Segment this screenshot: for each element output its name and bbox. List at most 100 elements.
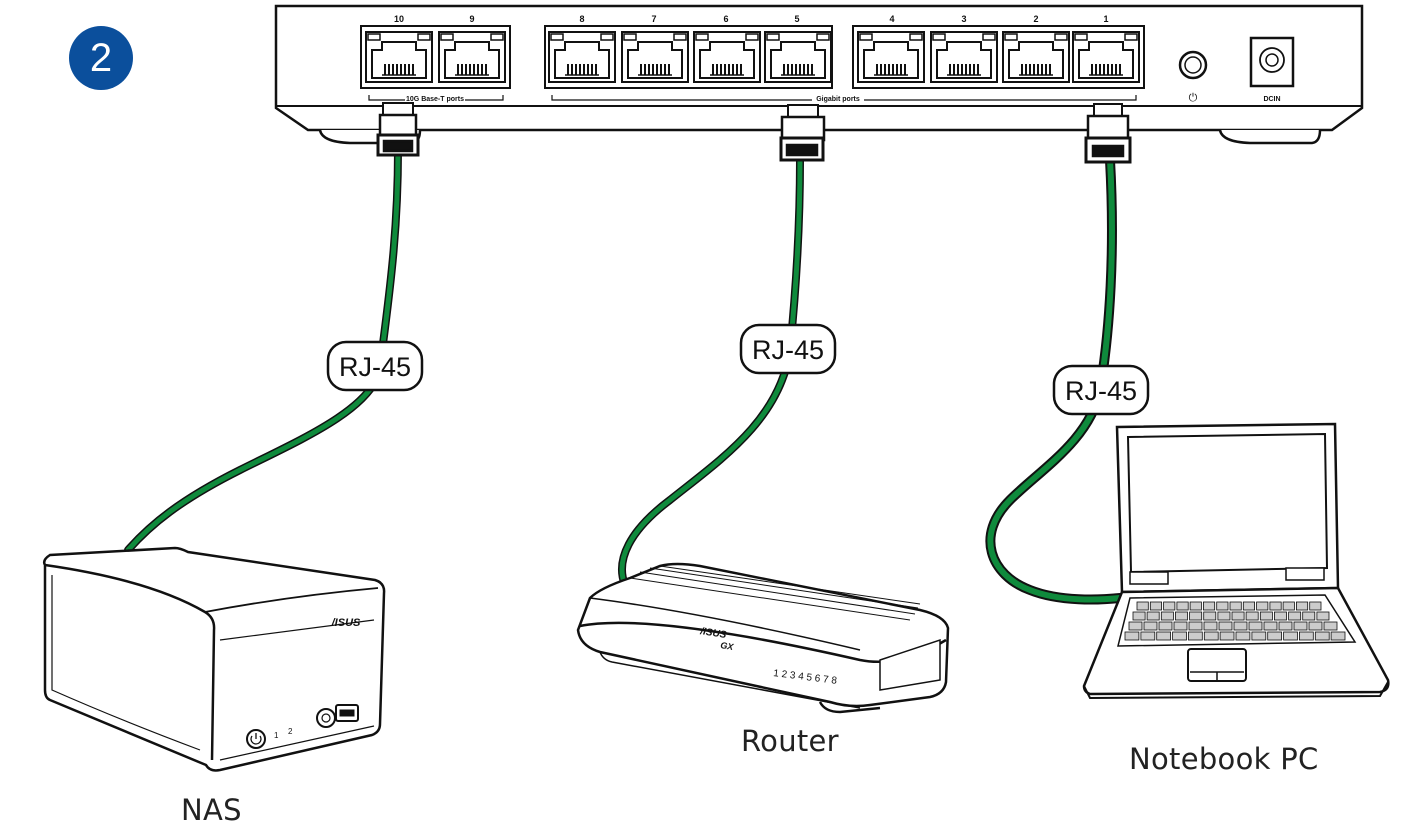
keyboard-key	[1158, 621, 1173, 631]
keyboard-key	[1218, 621, 1233, 631]
rj45-tag-nas: RJ-45	[326, 340, 424, 392]
nas-led-2: 2	[288, 727, 293, 736]
label-10g-ports: 10G Base-T ports	[406, 96, 464, 103]
svg-text:RJ-45: RJ-45	[752, 335, 824, 365]
port-number-10: 10	[394, 14, 404, 24]
keyboard-key	[1282, 601, 1295, 611]
keyboard-key	[1263, 621, 1278, 631]
port-number-2: 2	[1033, 14, 1038, 24]
svg-text:RJ-45: RJ-45	[1065, 376, 1137, 406]
port-number-7: 7	[651, 14, 656, 24]
keyboard-key	[1203, 601, 1216, 611]
keyboard-key	[1267, 631, 1282, 641]
router-brand: /ISUS	[699, 626, 728, 641]
plug-notebook	[1084, 103, 1132, 164]
keyboard-key	[1172, 631, 1187, 641]
keyboard-key	[1203, 631, 1219, 641]
port-number-8: 8	[579, 14, 584, 24]
notebook-device	[1082, 422, 1390, 700]
keyboard-key	[1128, 621, 1143, 631]
keyboard-key	[1314, 631, 1330, 641]
keyboard-key	[1242, 601, 1256, 611]
keyboard-key	[1216, 601, 1229, 611]
svg-text:RJ-45: RJ-45	[339, 352, 411, 382]
rj45-port	[548, 31, 616, 83]
keyboard-key	[1245, 611, 1259, 621]
dc-in-label: DCIN	[1263, 96, 1280, 103]
keyboard-key	[1189, 601, 1202, 611]
keyboard-key	[1229, 601, 1242, 611]
keyboard-key	[1330, 631, 1346, 641]
keyboard-key	[1149, 601, 1163, 611]
keyboard-key	[1203, 611, 1217, 621]
keyboard-key	[1132, 611, 1146, 621]
switch-labels: 10 9 8 7 6 5 4 3 2 1 10G Base-T ports Gi…	[394, 14, 1281, 104]
power-symbol-label: ⏻	[1189, 91, 1198, 104]
rj45-tag-router: RJ-45	[739, 323, 837, 375]
keyboard-key	[1299, 631, 1314, 641]
nas-device	[42, 546, 386, 772]
keyboard-key	[1302, 611, 1316, 621]
rj45-port	[1072, 31, 1140, 83]
keyboard-key	[1248, 621, 1263, 631]
keyboard-key	[1156, 631, 1171, 641]
notebook-keys	[1124, 601, 1346, 641]
keyboard-key	[1136, 601, 1149, 611]
cable-notebook	[985, 155, 1125, 605]
step-badge: 2	[69, 26, 133, 90]
router-model: GX	[720, 640, 735, 652]
keyboard-key	[1316, 611, 1330, 621]
plugs	[376, 102, 1132, 164]
keyboard-key	[1146, 611, 1160, 621]
keyboard-key	[1124, 631, 1140, 641]
keyboard-key	[1288, 611, 1302, 621]
nas-brand: /ISUS	[331, 617, 361, 629]
keyboard-key	[1219, 631, 1235, 641]
rj45-port	[621, 31, 689, 83]
cable-router	[618, 156, 804, 589]
nas-text: /ISUS 1 2	[274, 617, 361, 740]
keyboard-key	[1309, 601, 1322, 611]
keyboard-key	[1163, 601, 1176, 611]
keyboard-key	[1160, 611, 1174, 621]
rj45-port	[857, 31, 925, 83]
port-number-3: 3	[961, 14, 966, 24]
keyboard-key	[1296, 601, 1309, 611]
label-nas: NAS	[181, 793, 242, 827]
label-router: Router	[741, 724, 839, 758]
rj45-port	[764, 31, 832, 83]
keyboard-key	[1308, 621, 1323, 631]
rj45-port	[1002, 31, 1070, 83]
rj45-port	[365, 31, 433, 83]
keyboard-key	[1323, 621, 1338, 631]
rj45-tag-notebook: RJ-45	[1052, 364, 1150, 416]
keyboard-key	[1259, 611, 1273, 621]
keyboard-key	[1293, 621, 1308, 631]
port-number-5: 5	[794, 14, 799, 24]
keyboard-key	[1173, 621, 1188, 631]
keyboard-key	[1175, 611, 1188, 621]
keyboard-key	[1274, 611, 1287, 621]
keyboard-key	[1176, 601, 1189, 611]
keyboard-key	[1188, 621, 1203, 631]
plug-router	[779, 104, 826, 162]
label-notebook-pc: Notebook PC	[1129, 742, 1319, 776]
port-number-4: 4	[889, 14, 894, 24]
nas-led-1: 1	[274, 731, 279, 740]
keyboard-key	[1143, 621, 1158, 631]
switch-ports	[365, 31, 1140, 83]
label-gigabit-ports: Gigabit ports	[816, 96, 860, 103]
keyboard-key	[1203, 621, 1218, 631]
keyboard-key	[1233, 621, 1248, 631]
rj45-port	[930, 31, 998, 83]
keyboard-key	[1251, 631, 1267, 641]
keyboard-key	[1189, 611, 1203, 621]
plug-nas	[376, 102, 420, 157]
keyboard-key	[1256, 601, 1269, 611]
switch-foot-right	[1218, 129, 1322, 145]
keyboard-key	[1231, 611, 1245, 621]
keyboard-key	[1278, 621, 1293, 631]
keyboard-key	[1235, 631, 1251, 641]
keyboard-key	[1283, 631, 1298, 641]
